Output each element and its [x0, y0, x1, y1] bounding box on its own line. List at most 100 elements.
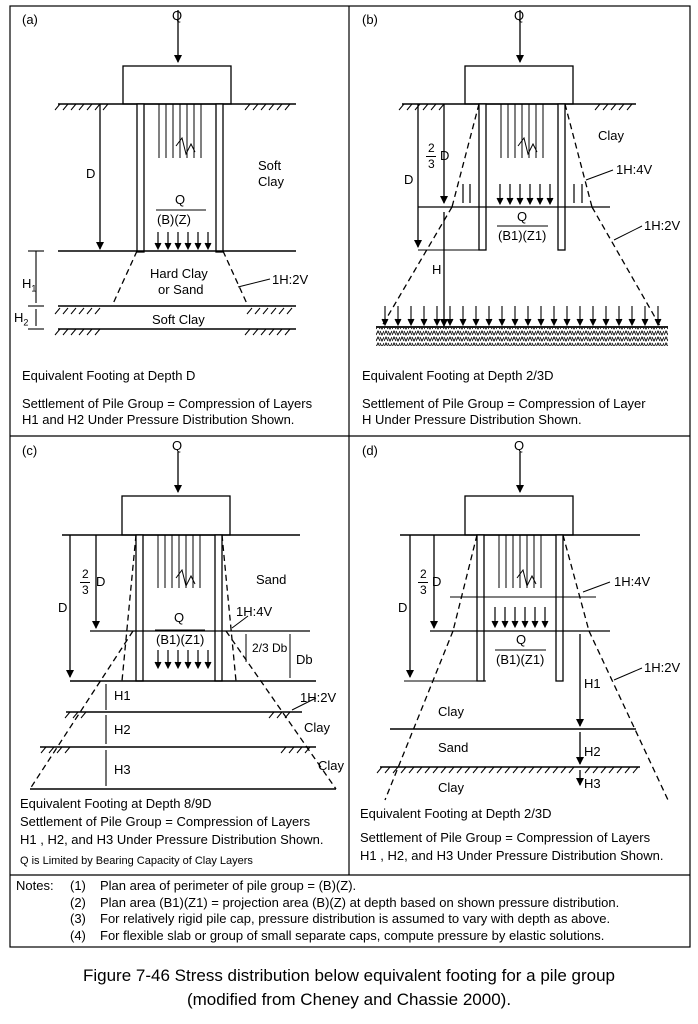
pile-cap — [121, 495, 231, 536]
panel-c-title: Equivalent Footing at Depth 8/9D — [20, 796, 212, 811]
figure-frame — [9, 5, 691, 948]
note-row: (4) For flexible slab or group of small s… — [16, 928, 619, 945]
note-indent — [16, 911, 70, 928]
bearing-stratum — [376, 328, 668, 346]
panel-b-slope-upper: 1H:4V — [616, 162, 653, 177]
figure-caption-line1: Figure 7-46 Stress distribution below eq… — [82, 966, 616, 985]
note-row: (3) For relatively rigid pile cap, pressu… — [16, 911, 619, 928]
panel-c-db: Db — [296, 652, 313, 667]
spread-upper-right — [221, 534, 237, 682]
panel-a-soil-top-2: Clay — [258, 174, 285, 189]
bottom-pressure-arrowheads — [381, 318, 662, 327]
panel-b-depth-label: D — [404, 172, 414, 187]
note-text: Plan area of perimeter of pile group = (… — [100, 878, 357, 893]
pile-cap — [464, 495, 574, 536]
pile-right — [557, 103, 566, 251]
ground-hatch — [54, 103, 291, 111]
panel-b-frac-var: D — [440, 148, 450, 163]
inner-piles — [498, 535, 542, 588]
panel-a-layer-bottom: Soft Clay — [152, 312, 205, 327]
panel-d-title: Equivalent Footing at Depth 2/3D — [360, 806, 552, 821]
note-number: (4) — [70, 927, 86, 943]
slope-leader — [237, 278, 271, 288]
spread-upper-right — [564, 103, 593, 208]
panel-d — [376, 452, 669, 801]
pressure-arrowheads — [154, 242, 212, 251]
panel-b-frac-den: 3 — [428, 157, 435, 171]
spread-lower-left — [29, 630, 134, 790]
panel-a-slope-label: 1H:2V — [272, 272, 309, 287]
panel-d-frac-bar — [418, 582, 428, 583]
panel-c-clay-1: Clay — [304, 720, 331, 735]
panel-c-depth-label: D — [58, 600, 68, 615]
panel-c-tag: (c) — [22, 443, 38, 458]
panel-a-h1-label: H1 — [22, 276, 37, 294]
spread-lower-right — [591, 206, 661, 327]
spread-right — [222, 250, 249, 307]
panel-d-h3: H3 — [584, 776, 601, 791]
pile-left — [478, 103, 487, 251]
inner-piles — [157, 535, 201, 588]
panel-a-depth-label: D — [86, 166, 96, 181]
panel-d-h1: H1 — [584, 676, 601, 691]
spread-lower-left — [384, 630, 454, 801]
note-number: (3) — [70, 911, 86, 926]
panel-c-pressure-den: (B1)(Z1) — [156, 632, 205, 647]
interface-hatch-1 — [64, 711, 291, 719]
panel-d-frac-var: D — [432, 574, 442, 589]
panel-b — [376, 10, 668, 346]
panel-c-h2: H2 — [114, 722, 131, 737]
interface-hatch — [54, 307, 293, 315]
panel-d-load-label: Q — [514, 438, 525, 453]
slope-upper-leader — [231, 615, 249, 629]
note-text: For relatively rigid pile cap, pressure … — [100, 911, 611, 926]
panel-a-h2-label: H2 — [14, 310, 29, 328]
panel-b-slope-lower: 1H:2V — [644, 218, 681, 233]
spread-upper-left — [121, 534, 137, 682]
note-text: For flexible slab or group of small sepa… — [100, 927, 605, 943]
panel-a-desc-line2: H1 and H2 Under Pressure Distribution Sh… — [22, 412, 295, 427]
panel-a-pressure-num: Q — [175, 192, 186, 207]
spread-lower-right — [588, 630, 669, 801]
panel-d-h2: H2 — [584, 744, 601, 759]
panel-a-soil-top-1: Soft — [258, 158, 282, 173]
panel-c-frac-var: D — [96, 574, 106, 589]
note-row: Notes:(1)Plan area of perimeter of pile … — [16, 878, 619, 895]
panel-c-h1: H1 — [114, 688, 131, 703]
panel-d-clay-2: Clay — [438, 780, 465, 795]
panel-c-db-frac: 2/3 Db — [252, 641, 288, 655]
panel-a — [28, 10, 296, 336]
panel-b-load-label: Q — [514, 8, 525, 23]
panel-c-frac-num: 2 — [82, 567, 89, 581]
pressure-arrows — [494, 607, 546, 626]
slope-upper-leader — [585, 169, 614, 181]
bottom-pressure-arrows — [384, 306, 659, 324]
inner-piles — [158, 104, 202, 158]
panel-c-slope-lower: 1H:2V — [300, 690, 337, 705]
panel-a-load-label: Q — [172, 8, 183, 23]
panel-a-layer-mid-1: Hard Clay — [150, 266, 208, 281]
panel-b-soil-label: Clay — [598, 128, 625, 143]
pressure-arrowheads — [496, 197, 554, 206]
slope-upper-leader — [582, 581, 611, 593]
note-row: (2)Plan area (B1)(Z1) = projection area … — [16, 895, 619, 912]
pile-cap — [122, 65, 232, 105]
pile-right — [555, 534, 564, 682]
panel-c-desc-line3: Q is Limited by Bearing Capacity of Clay… — [20, 855, 253, 867]
spread-left — [111, 250, 138, 307]
panel-b-frac-num: 2 — [428, 141, 435, 155]
spread-upper-left — [452, 534, 478, 632]
side-pressure-arrows — [462, 184, 583, 203]
panel-d-frac-num: 2 — [420, 567, 427, 581]
note-text: Plan area (B1)(Z1) = projection area (B)… — [100, 894, 620, 910]
pile-right — [214, 534, 223, 682]
spread-upper-left — [451, 103, 480, 208]
spread-lower-right — [225, 630, 337, 790]
panel-b-frac-bar — [426, 156, 436, 157]
panel-d-pressure-den: (B1)(Z1) — [496, 652, 545, 667]
break-line — [175, 568, 196, 588]
note-number: (1) — [70, 878, 86, 893]
interface-hatch-2 — [40, 746, 311, 754]
panel-b-desc-line1: Settlement of Pile Group = Compression o… — [362, 396, 646, 411]
panel-c-slope-upper: 1H:4V — [236, 604, 273, 619]
